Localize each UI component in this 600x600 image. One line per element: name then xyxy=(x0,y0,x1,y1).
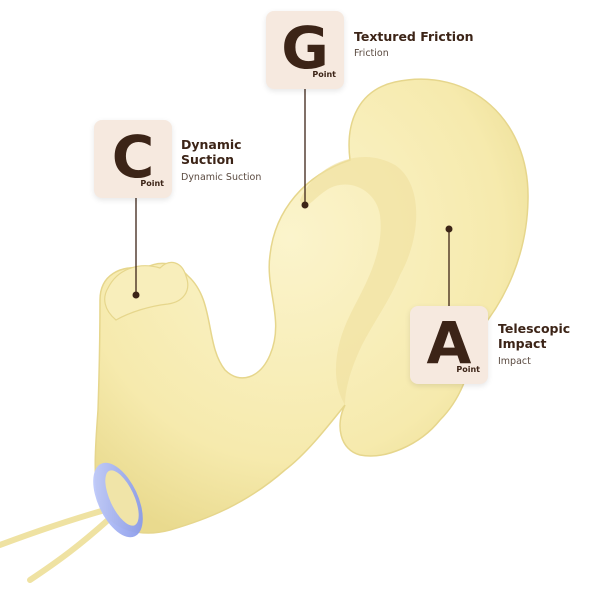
base-cap xyxy=(105,470,139,526)
feature-title-line2: Suction xyxy=(181,152,235,167)
feature-subtitle: Dynamic Suction xyxy=(181,172,262,183)
badge-letter: A xyxy=(426,309,472,377)
feature-title: Textured Friction xyxy=(354,29,474,44)
inner-groove xyxy=(300,157,417,405)
badge-letter: C xyxy=(111,123,155,191)
badge-suffix: Point xyxy=(140,179,164,188)
cable xyxy=(0,507,108,548)
badge-suffix: Point xyxy=(456,365,480,374)
feature-title-line2: Impact xyxy=(498,336,547,351)
callout-dot-icon xyxy=(132,291,140,299)
suction-head xyxy=(104,261,189,321)
badge-letter: G xyxy=(281,14,329,82)
product-body xyxy=(94,78,529,534)
cable-2 xyxy=(27,517,111,583)
callout-dot-icon xyxy=(445,225,453,233)
badge-g-point: G Point xyxy=(266,11,344,89)
feature-subtitle: Impact xyxy=(498,356,531,367)
callout-dot-icon xyxy=(301,201,309,209)
feature-title-line1: Telescopic xyxy=(498,321,571,336)
badge-c-point: C Point xyxy=(94,120,172,198)
badge-a-point: A Point xyxy=(410,306,488,384)
feature-title-line1: Dynamic xyxy=(181,137,242,152)
badge-suffix: Point xyxy=(312,70,336,79)
feature-subtitle: Friction xyxy=(354,48,389,59)
